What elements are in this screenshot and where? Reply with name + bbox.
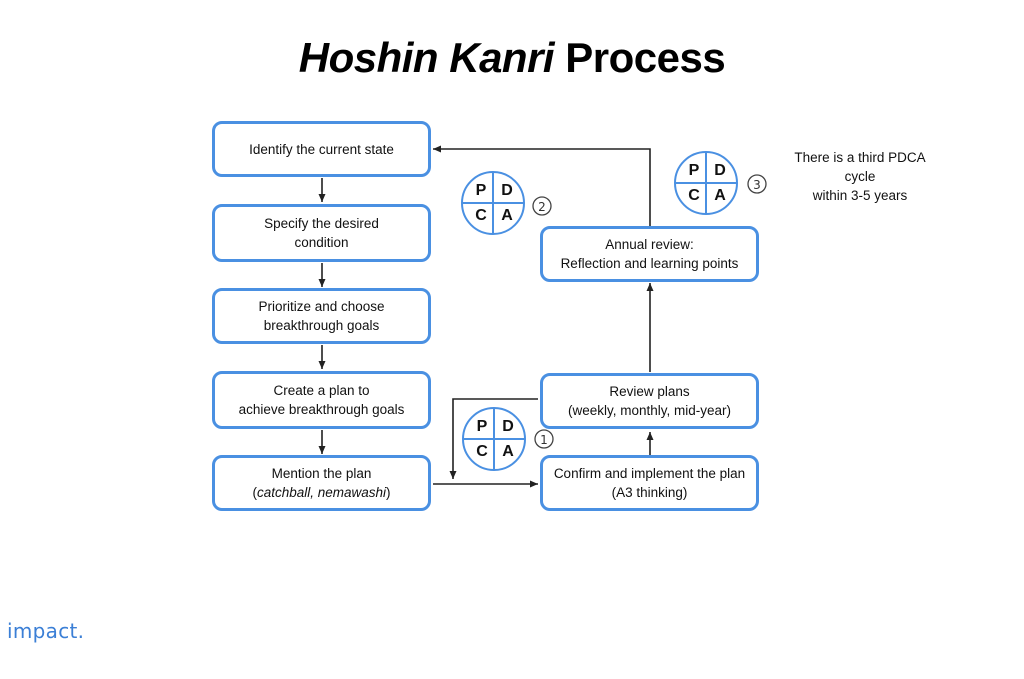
step-label-line1: Annual review:: [605, 237, 694, 252]
step-label-line1: Create a plan to: [273, 383, 370, 398]
step-confirm-implement: Confirm and implement the plan (A3 think…: [540, 455, 759, 511]
cycle-number-badge: [747, 174, 767, 194]
third-pdca-note: There is a third PDCA cycle within 3-5 y…: [770, 148, 950, 205]
step-label: Identify the current state: [249, 141, 394, 157]
cycle-number: 2: [538, 200, 546, 214]
pdca-letter-p: P: [477, 418, 488, 435]
page-title: Hoshin Kanri Process: [0, 34, 1024, 82]
step-identify-current-state: Identify the current state: [212, 121, 431, 177]
arrow-review-loop-back: [449, 398, 538, 479]
paren-open: (: [252, 485, 257, 500]
pdca-cycle-3: P D C A 3: [674, 151, 767, 215]
pdca-letter-p: P: [689, 162, 700, 179]
cycle-number-badge: [534, 429, 554, 449]
step-label-line2: (catchball, nemawashi): [252, 483, 390, 502]
title-italic: Hoshin Kanri: [298, 34, 555, 81]
pdca-letter-c: C: [475, 207, 487, 224]
cycle-number: 3: [753, 178, 761, 192]
step-label-line1: Prioritize and choose: [258, 299, 385, 314]
cycle-number: 1: [540, 433, 548, 447]
note-line1: There is a third PDCA: [794, 150, 926, 165]
mention-methods: catchball, nemawashi: [256, 485, 387, 500]
step-label-line1: Mention the plan: [271, 466, 372, 481]
step-specify-desired-condition: Specify the desired condition: [212, 204, 431, 262]
pdca-cycle-1: P D C A 1: [462, 407, 554, 471]
title-rest: Process: [554, 34, 726, 81]
pdca-letter-c: C: [476, 443, 488, 460]
step-label-line2: breakthrough goals: [263, 318, 380, 333]
step-label-line2: (weekly, monthly, mid-year): [567, 403, 732, 418]
cycle-number-badge: [532, 196, 552, 216]
pdca-cycle-2: P D C A 2: [461, 171, 552, 235]
step-label-line2: (A3 thinking): [611, 485, 688, 500]
pdca-letter-a: A: [714, 187, 726, 204]
step-annual-review: Annual review: Reflection and learning p…: [540, 226, 759, 282]
step-label-line1: Confirm and implement the plan: [553, 466, 746, 481]
step-label-line2: achieve breakthrough goals: [238, 402, 405, 417]
step-label-line2: Reflection and learning points: [560, 256, 739, 271]
step-create-plan: Create a plan to achieve breakthrough go…: [212, 371, 431, 429]
pdca-letter-a: A: [501, 207, 513, 224]
step-label-line1: Review plans: [609, 384, 690, 399]
note-line2: cycle: [844, 169, 876, 184]
step-label-line2: condition: [294, 235, 349, 250]
pdca-letter-d: D: [714, 162, 726, 179]
pdca-letter-d: D: [502, 418, 514, 435]
arrow-annual-to-identify: [433, 145, 651, 226]
step-label-line1: Specify the desired: [264, 216, 379, 231]
step-review-plans: Review plans (weekly, monthly, mid-year): [540, 373, 759, 429]
note-line3: within 3-5 years: [812, 188, 908, 203]
step-mention-plan: Mention the plan (catchball, nemawashi): [212, 455, 431, 511]
impact-logo: impact.: [7, 619, 85, 643]
pdca-letter-d: D: [501, 182, 513, 199]
pdca-letter-c: C: [688, 187, 700, 204]
paren-close: ): [386, 485, 391, 500]
step-prioritize-goals: Prioritize and choose breakthrough goals: [212, 288, 431, 344]
pdca-letter-a: A: [502, 443, 514, 460]
pdca-letter-p: P: [476, 182, 487, 199]
